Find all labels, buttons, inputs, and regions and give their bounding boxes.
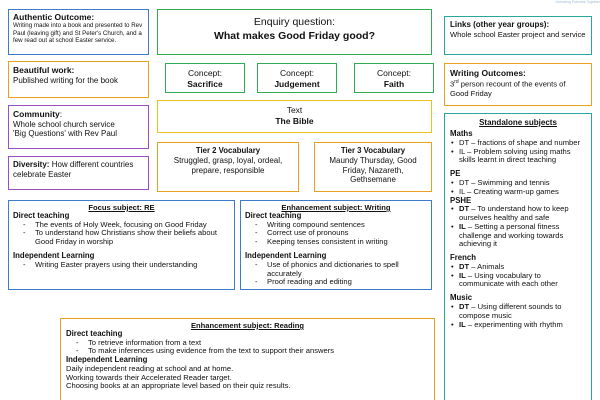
enh-writing-title: Enhancement subject: Writing (281, 203, 391, 212)
beautiful-work-title: Beautiful work: (13, 65, 75, 75)
list-item: DT – Swimming and tennis (450, 178, 586, 188)
list-item: To retrieve information from a text (76, 338, 429, 348)
tier3-title: Tier 3 Vocabulary (340, 146, 406, 155)
concept-label: Concept: (187, 68, 223, 78)
list-item: To make inferences using evidence from t… (76, 347, 429, 356)
enquiry-label: Enquiry question: (253, 16, 336, 28)
subject-maths-heading: Maths (450, 129, 473, 138)
community-line1: Whole school church service (13, 119, 115, 129)
list-item: Correct use of pronouns (255, 229, 427, 238)
subject-maths-list: DT – fractions of shape and number IL – … (450, 138, 586, 165)
list-item: IL – experimenting with rhythm (450, 320, 586, 330)
subject-pshe-heading: PSHE (450, 195, 472, 205)
focus-re-direct-heading: Direct teaching (13, 211, 70, 220)
community-title: Community: (13, 109, 63, 119)
tier2-title: Tier 2 Vocabulary (195, 146, 261, 155)
enh-reading-direct-heading: Direct teaching (66, 329, 123, 338)
focus-subject-re-box: Focus subject: RE Direct teaching The ev… (8, 200, 235, 290)
authentic-outcome-text: Writing made into a book and presented t… (13, 22, 143, 45)
focus-re-il-list: Writing Easter prayers using their under… (13, 261, 230, 270)
subject-pe-heading: PE (450, 169, 461, 179)
standalone-subjects-box: Standalone subjects Maths DT – fractions… (444, 113, 592, 400)
writing-outcomes-text: 3rd person recount of the events of Good… (450, 79, 566, 99)
focus-re-il-heading: Independent Learning (13, 251, 95, 261)
list-item: IL – Problem solving using maths skills … (450, 147, 586, 165)
list-item: Use of phonics and dictionaries to spell… (255, 261, 427, 278)
subject-music-list: DT – Using different sounds to compose m… (450, 302, 586, 330)
text-value: The Bible (275, 116, 314, 127)
focus-re-direct-list: The events of Holy Week, focusing on Goo… (13, 220, 230, 247)
enh-reading-il-heading: Independent Learning (66, 354, 148, 364)
tier2-vocabulary-box: Tier 2 Vocabulary Struggled, grasp, loya… (157, 142, 299, 192)
enquiry-question: What makes Good Friday good? (213, 29, 375, 42)
links-box: Links (other year groups): Whole school … (444, 16, 592, 55)
concept-box-3: Concept: Faith (354, 63, 434, 93)
list-item: DT – Using different sounds to compose m… (450, 302, 586, 320)
enquiry-question-box: Enquiry question: What makes Good Friday… (157, 9, 432, 55)
enh-reading-title: Enhancement subject: Reading (190, 321, 305, 330)
subject-pshe-list: DT – To understand how to keep ourselves… (450, 205, 586, 249)
links-text: Whole school Easter project and service (450, 29, 586, 39)
text-label: Text (286, 105, 303, 115)
enh-reading-il-line: Daily independent reading at school and … (66, 363, 234, 373)
diversity-text: Diversity: How different countries celeb… (13, 160, 134, 180)
concept-label: Concept: (279, 68, 315, 78)
list-item: To understand how Christians show their … (23, 229, 230, 246)
enhancement-reading-box: Enhancement subject: Reading Direct teac… (60, 318, 435, 400)
list-item: DT – Animals (450, 262, 586, 272)
subject-music-heading: Music (450, 293, 473, 303)
beautiful-work-text: Published writing for the book (13, 75, 118, 85)
community-box: Community: Whole school church service '… (8, 105, 149, 149)
enh-writing-direct-heading: Direct teaching (245, 211, 302, 220)
enh-writing-direct-list: Writing compound sentences Correct use o… (245, 220, 427, 247)
subject-french-heading: French (450, 253, 476, 263)
tier3-words: Maundy Thursday, Good Friday, Nazareth, … (329, 156, 417, 185)
list-item: IL – Setting a personal fitness challeng… (450, 222, 586, 249)
corner-tagline: Unlocking Potential Together (520, 0, 600, 6)
list-item: IL – Using vocabulary to communicate wit… (450, 271, 586, 289)
list-item: The events of Holy Week, focusing on Goo… (23, 220, 230, 230)
list-item: Proof reading and editing (255, 278, 427, 287)
writing-outcomes-title: Writing Outcomes: (450, 68, 526, 78)
enh-reading-direct-list: To retrieve information from a text To m… (66, 338, 429, 356)
enh-reading-il-line: Working towards their Accelerated Reader… (66, 372, 232, 382)
enh-writing-il-heading: Independent Learning (245, 251, 327, 261)
beautiful-work-box: Beautiful work: Published writing for th… (8, 61, 149, 98)
list-item: DT – To understand how to keep ourselves… (450, 205, 586, 222)
tier3-vocabulary-box: Tier 3 Vocabulary Maundy Thursday, Good … (314, 142, 432, 192)
concept-box-2: Concept: Judgement (257, 63, 337, 93)
enh-reading-il-line: Choosing books at an appropriate level b… (66, 381, 291, 391)
authentic-outcome-box: Authentic Outcome: Writing made into a b… (8, 9, 149, 55)
concept-value: Sacrifice (187, 78, 223, 89)
concept-value: Judgement (274, 78, 320, 89)
list-item: Writing Easter prayers using their under… (23, 261, 230, 270)
authentic-outcome-title: Authentic Outcome: (13, 12, 95, 22)
text-box: Text The Bible (157, 100, 432, 133)
list-item: DT – fractions of shape and number (450, 138, 586, 148)
links-title: Links (other year groups): (450, 20, 550, 29)
subject-french-list: DT – Animals IL – Using vocabulary to co… (450, 262, 586, 289)
focus-re-title: Focus subject: RE (88, 203, 155, 212)
concept-box-1: Concept: Sacrifice (165, 63, 245, 93)
tier2-words: Struggled, grasp, loyal, ordeal, prepare… (173, 156, 283, 175)
community-line2: 'Big Questions' with Rev Paul (13, 129, 117, 139)
enh-writing-il-list: Use of phonics and dictionaries to spell… (245, 261, 427, 287)
concept-label: Concept: (376, 68, 412, 78)
diversity-box: Diversity: How different countries celeb… (8, 156, 149, 190)
list-item: Writing compound sentences (255, 220, 427, 230)
subject-pe-list: DT – Swimming and tennis IL – Creating w… (450, 178, 586, 197)
enhancement-writing-box: Enhancement subject: Writing Direct teac… (240, 200, 432, 290)
list-item: IL – Creating warm-up games (450, 187, 586, 197)
standalone-title: Standalone subjects (479, 118, 557, 127)
list-item: Keeping tenses consistent in writing (255, 237, 427, 247)
writing-outcomes-box: Writing Outcomes: 3rd person recount of … (444, 63, 592, 106)
concept-value: Faith (383, 78, 405, 89)
